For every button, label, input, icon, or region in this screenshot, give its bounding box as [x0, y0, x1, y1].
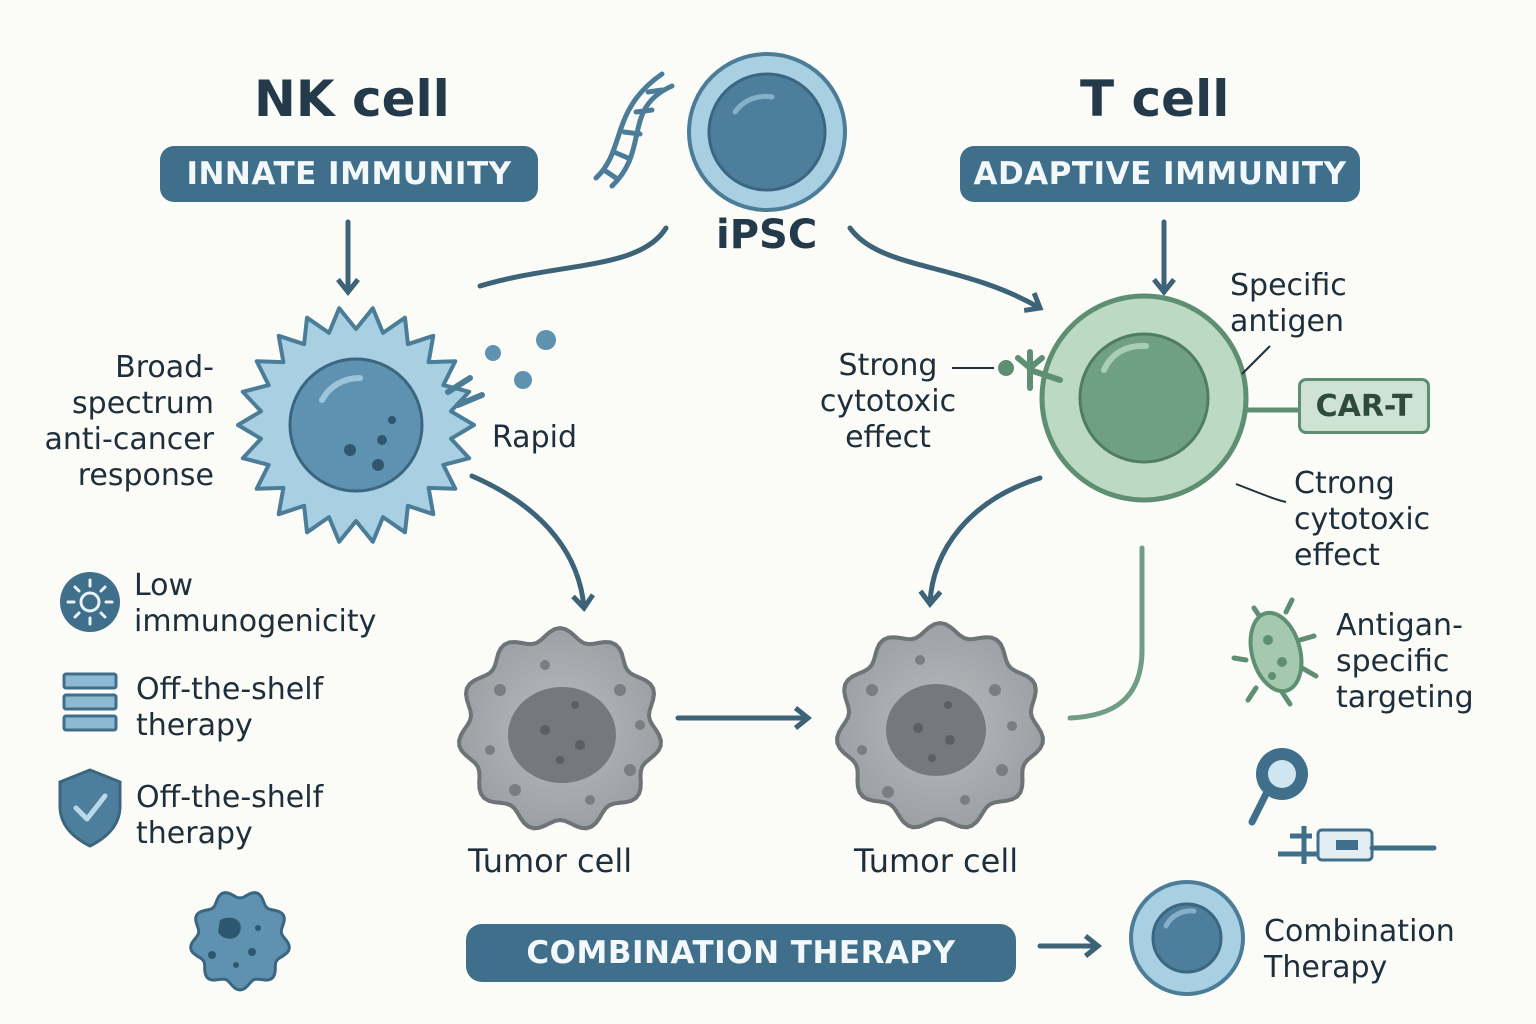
t-cell — [952, 293, 1298, 503]
broad-spectrum-label: Broad- spectrum anti-cancer response — [44, 350, 215, 493]
feature-low-immunogenicity: Low immunogenicity — [134, 568, 377, 639]
ipsc-left-curve — [477, 225, 669, 289]
flow-arrows — [336, 219, 1176, 958]
feature-off-the-shelf-1: Off-the-shelf therapy — [136, 672, 324, 743]
stack-icon — [62, 672, 118, 732]
t-to-tumor-arrow — [918, 475, 1043, 608]
ipsc-label: iPSC — [716, 212, 818, 258]
rapid-label: Rapid — [492, 420, 577, 455]
shield-check-icon — [58, 768, 122, 848]
tumor-cell-right — [835, 620, 1045, 830]
ipsc-cell — [687, 52, 847, 212]
ipsc-right-arrow — [847, 225, 1044, 313]
combination-therapy-badge: COMBINATION THERAPY — [466, 924, 1016, 982]
tumor-cell-right-label: Tumor cell — [854, 842, 1019, 880]
small-cell-icon — [189, 891, 291, 992]
adaptive-immunity-badge: ADAPTIVE IMMUNITY — [960, 146, 1360, 202]
car-t-connector — [1067, 545, 1145, 721]
specific-antigen-label: Specific antigen — [1230, 268, 1347, 339]
antigan-targeting-label: Antigan- specific targeting — [1336, 608, 1474, 715]
granule-dots — [485, 330, 556, 389]
dna-icon — [593, 71, 675, 189]
syringe-icon — [1278, 826, 1437, 864]
t-title: T cell — [1080, 70, 1230, 128]
magnifier-icon — [1248, 748, 1308, 826]
tumor-cell-left-label: Tumor cell — [468, 842, 633, 880]
nk-title: NK cell — [254, 70, 450, 128]
nk-cell — [236, 306, 485, 544]
combination-therapy-label: Combination Therapy — [1264, 914, 1455, 985]
combination-cell — [1129, 880, 1245, 996]
feature-off-the-shelf-2: Off-the-shelf therapy — [136, 780, 324, 851]
nk-to-tumor-arrow — [469, 473, 595, 612]
ctrong-cytotoxic-label: Ctrong cytotoxic effect — [1294, 466, 1431, 573]
tumor-cell-left — [457, 625, 663, 831]
strong-cytotoxic-label: Strong cytotoxic effect — [819, 348, 957, 455]
car-t-label: CAR-T — [1298, 378, 1430, 434]
virus-icon — [60, 572, 120, 632]
innate-immunity-badge: INNATE IMMUNITY — [160, 146, 538, 202]
bacteria-icon — [1231, 597, 1319, 707]
